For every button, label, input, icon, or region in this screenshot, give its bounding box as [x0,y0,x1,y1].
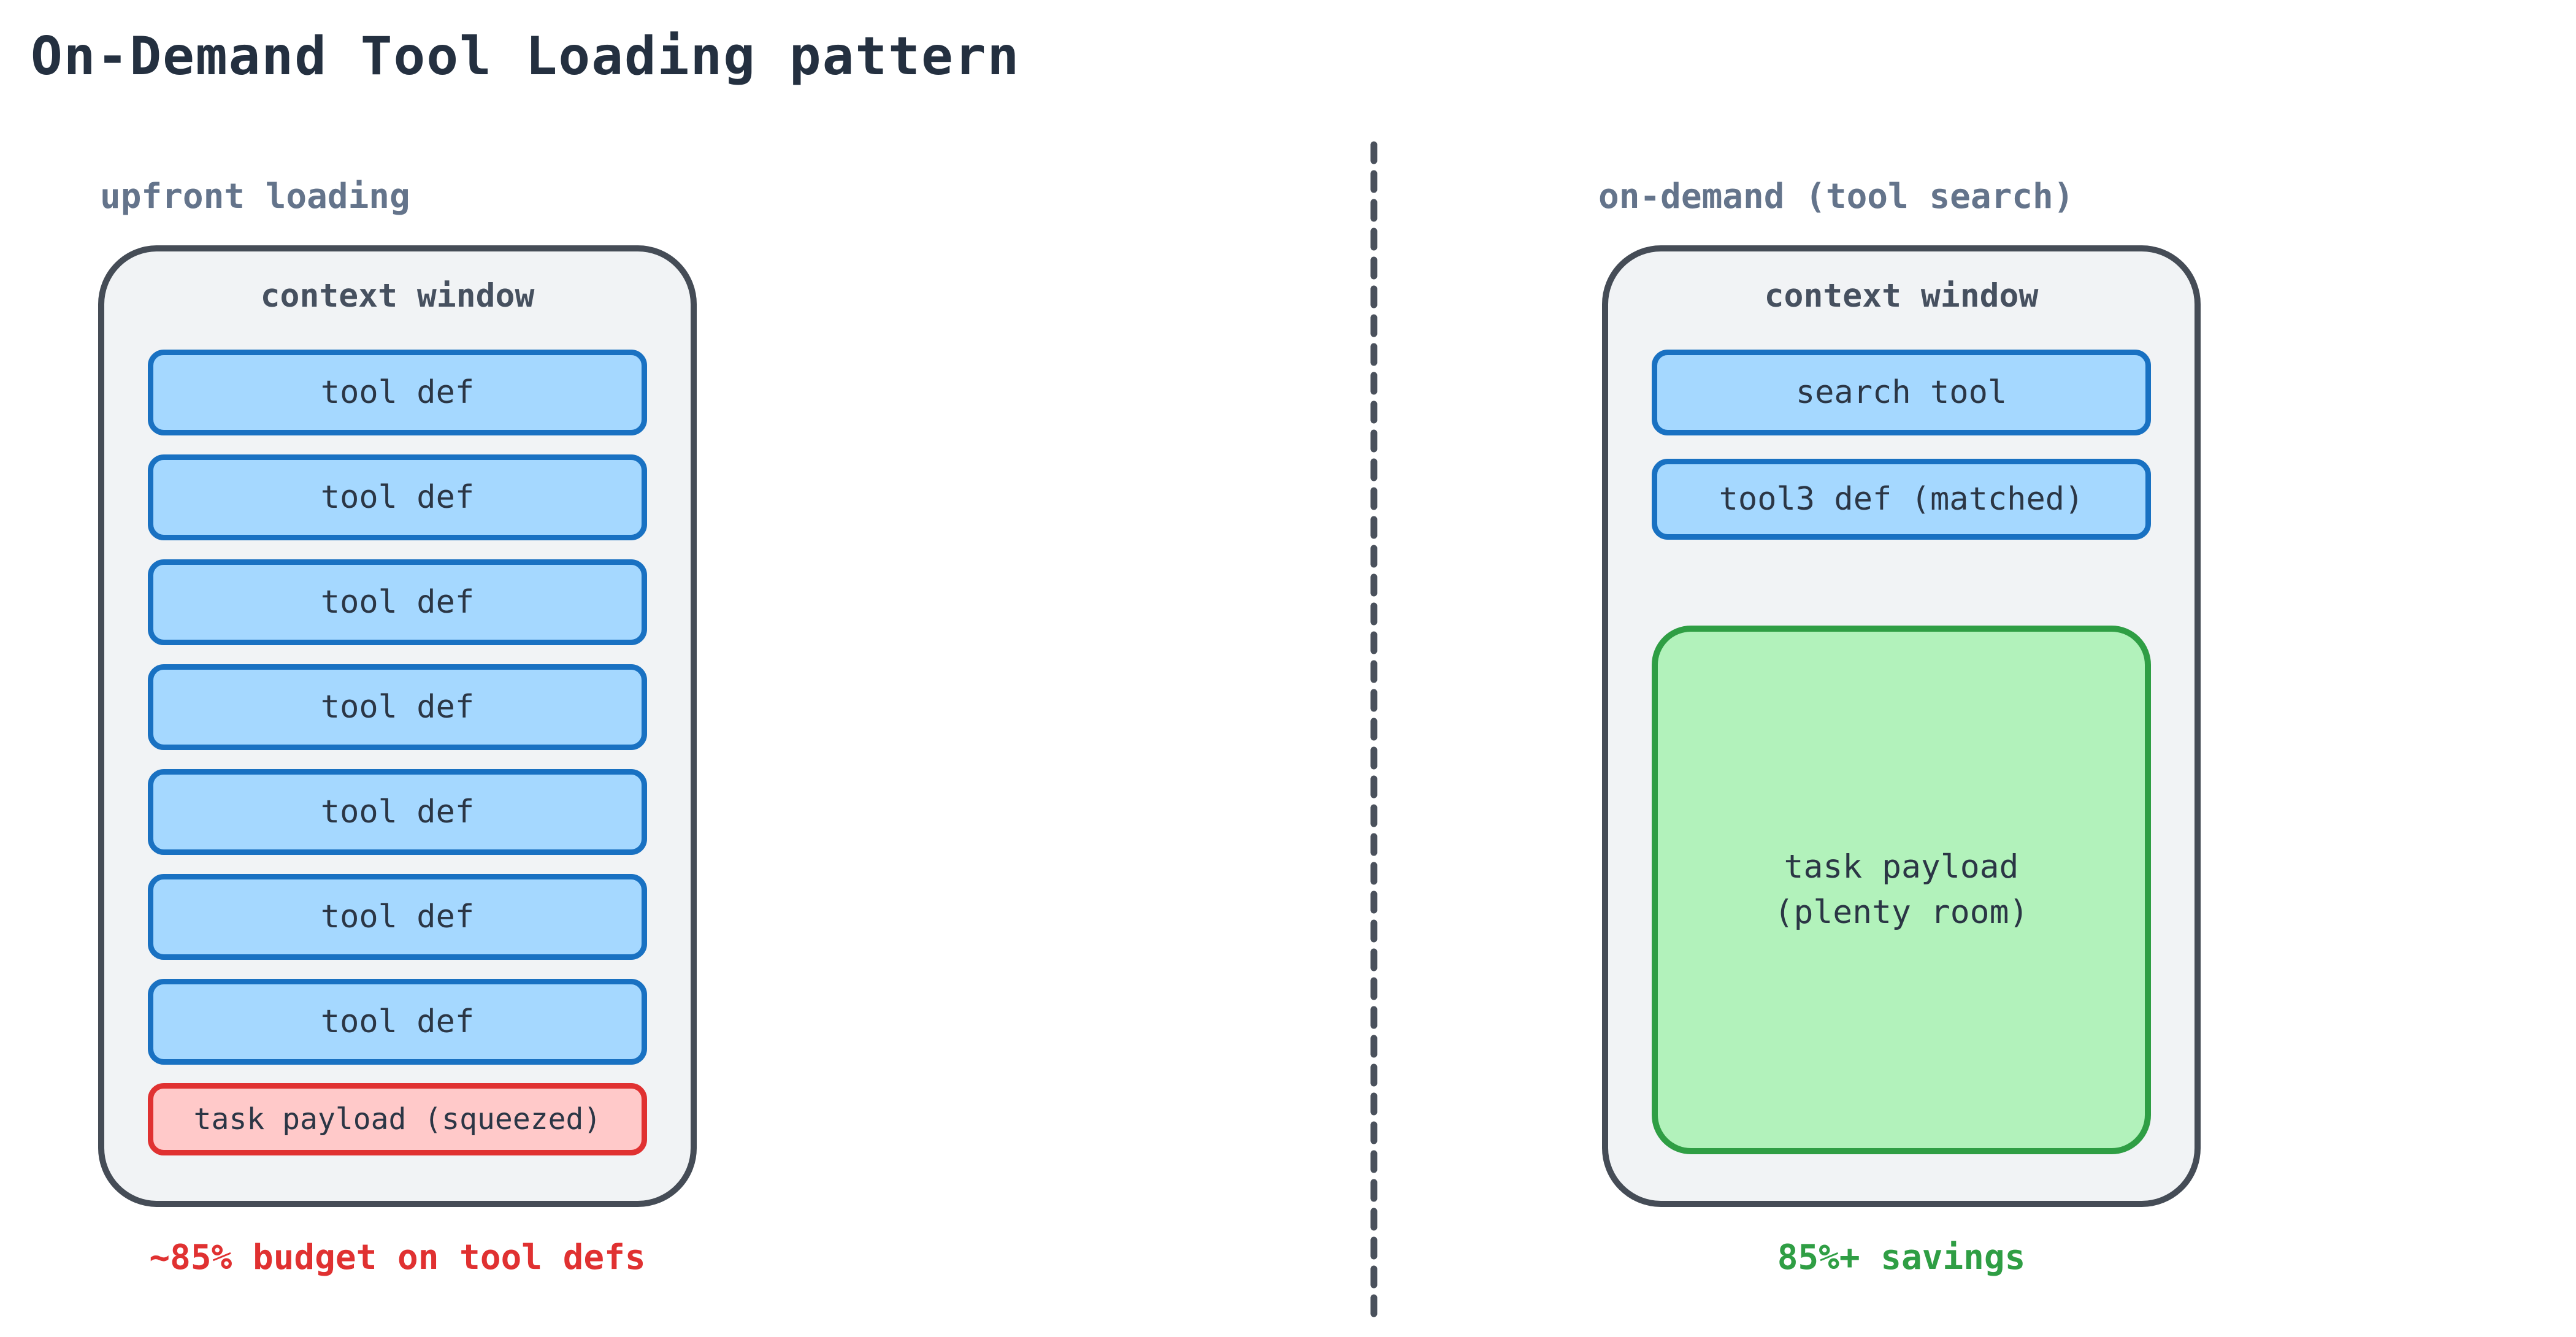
left-context-window: context window tool def tool def tool def t… [98,245,697,1207]
left-panel-label: upfront loading [100,177,410,216]
tool-def-box: tool def [148,979,647,1065]
tool-def-box: tool def [148,874,647,960]
search-tool-box: search tool [1652,350,2151,435]
matched-tool-box: tool3 def (matched) [1652,459,2151,540]
left-context-window-title: context window [260,277,535,315]
tool-def-box: tool def [148,454,647,540]
left-caption: ~85% budget on tool defs [149,1238,646,1278]
right-caption: 85%+ savings [1777,1238,2026,1278]
tool-def-box: tool def [148,769,647,855]
right-panel-label: on-demand (tool search) [1598,177,2074,216]
right-context-window: context window search tool tool3 def (ma… [1602,245,2201,1207]
tool-def-box: tool def [148,559,647,645]
payload-line-2: (plenty room) [1774,894,2029,931]
right-context-window-title: context window [1764,277,2039,315]
tool-def-box: tool def [148,350,647,435]
payload-line-1: task payload [1784,848,2019,886]
dashed-divider [1370,141,1378,1319]
task-payload-squeezed-box: task payload (squeezed) [148,1083,647,1155]
tool-def-box: tool def [148,664,647,750]
task-payload-plenty-room-box: task payload (plenty room) [1652,626,2151,1154]
page-title: On-Demand Tool Loading pattern [31,26,1021,87]
